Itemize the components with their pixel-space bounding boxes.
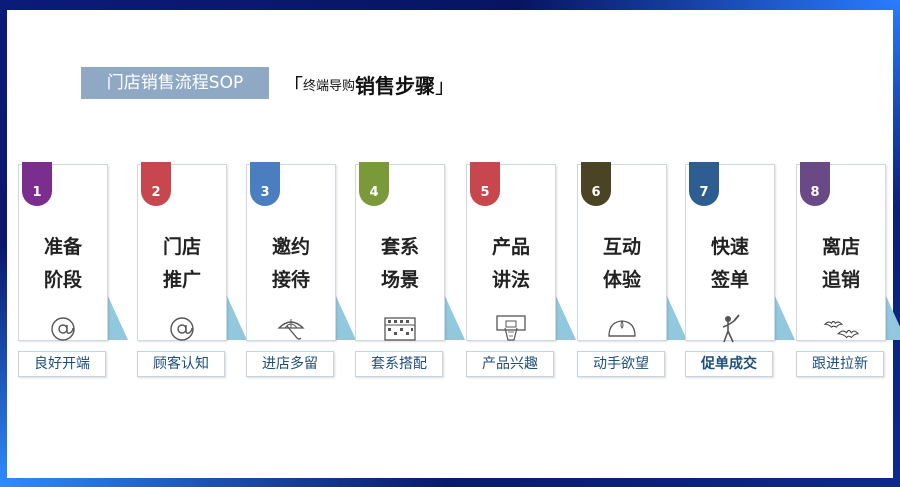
step-name: 准备阶段 xyxy=(19,231,107,297)
step-footer-label: 动手欲望 xyxy=(577,351,665,377)
step-footer-label: 顾客认知 xyxy=(137,351,225,377)
step-name-line2: 场景 xyxy=(380,269,419,291)
step-number-badge: 4 xyxy=(359,162,389,206)
step-number-badge: 7 xyxy=(689,162,719,206)
step-number-badge: 6 xyxy=(581,162,611,206)
umbrella-icon xyxy=(273,315,309,343)
step-footer-label: 套系搭配 xyxy=(355,351,443,377)
step-name-line2: 体验 xyxy=(602,269,641,291)
step-name-line1: 准备 xyxy=(43,236,82,258)
step-number-badge: 1 xyxy=(22,162,52,206)
step-number-badge: 8 xyxy=(800,162,830,206)
step-name: 邀约接待 xyxy=(247,231,335,297)
step-footer-label: 跟进拉新 xyxy=(796,351,884,377)
step-footer-label: 进店多留 xyxy=(246,351,334,377)
step-name: 互动体验 xyxy=(578,231,666,297)
subtitle-small: 终端导购 xyxy=(303,79,356,94)
step-name-line1: 套系 xyxy=(380,236,419,258)
step-2: 门店推广 2 顾客认知 xyxy=(137,152,249,377)
step-name: 离店追销 xyxy=(797,231,885,297)
step-5: 产品讲法 5 产品兴趣 xyxy=(466,152,578,377)
page-title: 门店销售流程SOP xyxy=(81,67,269,99)
step-name-line1: 门店 xyxy=(162,236,201,258)
step-1: 准备阶段 1 良好开端 xyxy=(18,152,130,377)
step-name-line2: 签单 xyxy=(710,269,749,291)
step-name-line1: 产品 xyxy=(491,236,530,258)
at-icon xyxy=(45,315,81,343)
step-footer-label: 促单成交 xyxy=(685,351,773,377)
step-name-line2: 接待 xyxy=(271,269,310,291)
abacus-icon xyxy=(382,315,418,343)
subtitle-close-bracket: 」 xyxy=(435,74,456,98)
step-number-badge: 2 xyxy=(141,162,171,206)
step-name: 套系场景 xyxy=(356,231,444,297)
step-name-line2: 讲法 xyxy=(491,269,530,291)
step-name: 快速签单 xyxy=(686,231,774,297)
step-6: 互动体验 6 动手欲望 xyxy=(577,152,689,377)
subtitle-big: 销售步骤 xyxy=(355,74,436,98)
step-name-line2: 阶段 xyxy=(43,269,82,291)
step-name-line1: 离店 xyxy=(821,236,860,258)
step-number-badge: 3 xyxy=(250,162,280,206)
step-name-line2: 追销 xyxy=(821,269,860,291)
step-name: 门店推广 xyxy=(138,231,226,297)
step-3: 邀约接待 3 进店多留 xyxy=(246,152,358,377)
step-name-line1: 快速 xyxy=(710,236,749,258)
step-8: 离店追销 8 跟进拉新 xyxy=(796,152,900,377)
at-icon xyxy=(164,315,200,343)
step-card: 套系场景 xyxy=(355,164,445,341)
bats-icon xyxy=(823,315,859,343)
step-name: 产品讲法 xyxy=(467,231,555,297)
step-number-badge: 5 xyxy=(470,162,500,206)
subtitle-open-bracket: 「 xyxy=(283,74,303,98)
step-4: 套系场景 4 套系搭配 xyxy=(355,152,467,377)
page-subtitle: 「终端导购销售步骤」 xyxy=(283,70,455,100)
step-name-line1: 互动 xyxy=(602,236,641,258)
step-7: 快速签单 7 促单成交 xyxy=(685,152,797,377)
step-name-line1: 邀约 xyxy=(271,236,310,258)
step-name-line2: 推广 xyxy=(162,269,201,291)
step-footer-label: 良好开端 xyxy=(18,351,106,377)
step-footer-label: 产品兴趣 xyxy=(466,351,554,377)
batter-icon xyxy=(712,314,748,343)
basketball-hoop-icon xyxy=(493,315,529,343)
bun-icon xyxy=(604,315,640,343)
